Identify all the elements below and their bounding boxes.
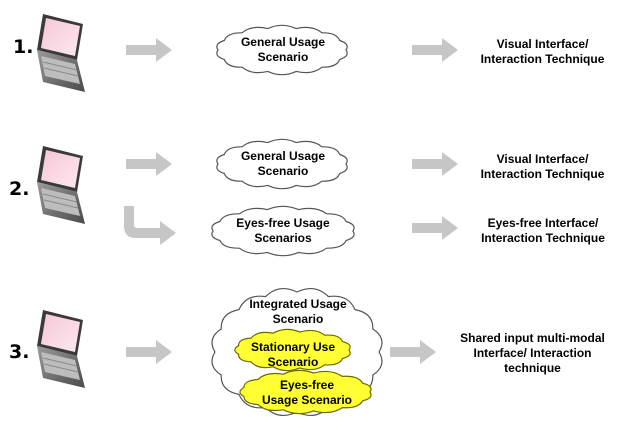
laptop-icon [37, 146, 85, 224]
arrow-icon [412, 152, 458, 176]
row-number-3: 3. [9, 341, 30, 363]
general-usage-scenario-cloud [216, 138, 348, 190]
row-number-2: 2. [9, 178, 30, 200]
eyes-free-interface-label: Eyes-free Interface/Interaction Techniqu… [481, 216, 605, 245]
general-usage-scenario-cloud [216, 24, 348, 76]
eyes-free-usage-scenarios-cloud [211, 205, 355, 257]
arrow-icon [126, 152, 172, 176]
arrow-icon [126, 340, 172, 364]
eyes-free-usage-scenario-cloud [239, 369, 372, 415]
visual-interface-label: Visual Interface/Interaction Technique [480, 152, 605, 181]
visual-interface-label: Visual Interface/Interaction Technique [480, 37, 605, 66]
stationary-use-scenario-cloud [234, 328, 351, 372]
arrow-icon [126, 38, 172, 62]
bent-arrow-icon [124, 206, 176, 245]
row-number-1: 1. [13, 36, 34, 58]
arrow-icon [412, 216, 458, 240]
laptop-icon [37, 14, 85, 92]
arrow-icon [390, 340, 436, 364]
arrow-icon [412, 38, 458, 62]
laptop-icon [37, 310, 85, 388]
